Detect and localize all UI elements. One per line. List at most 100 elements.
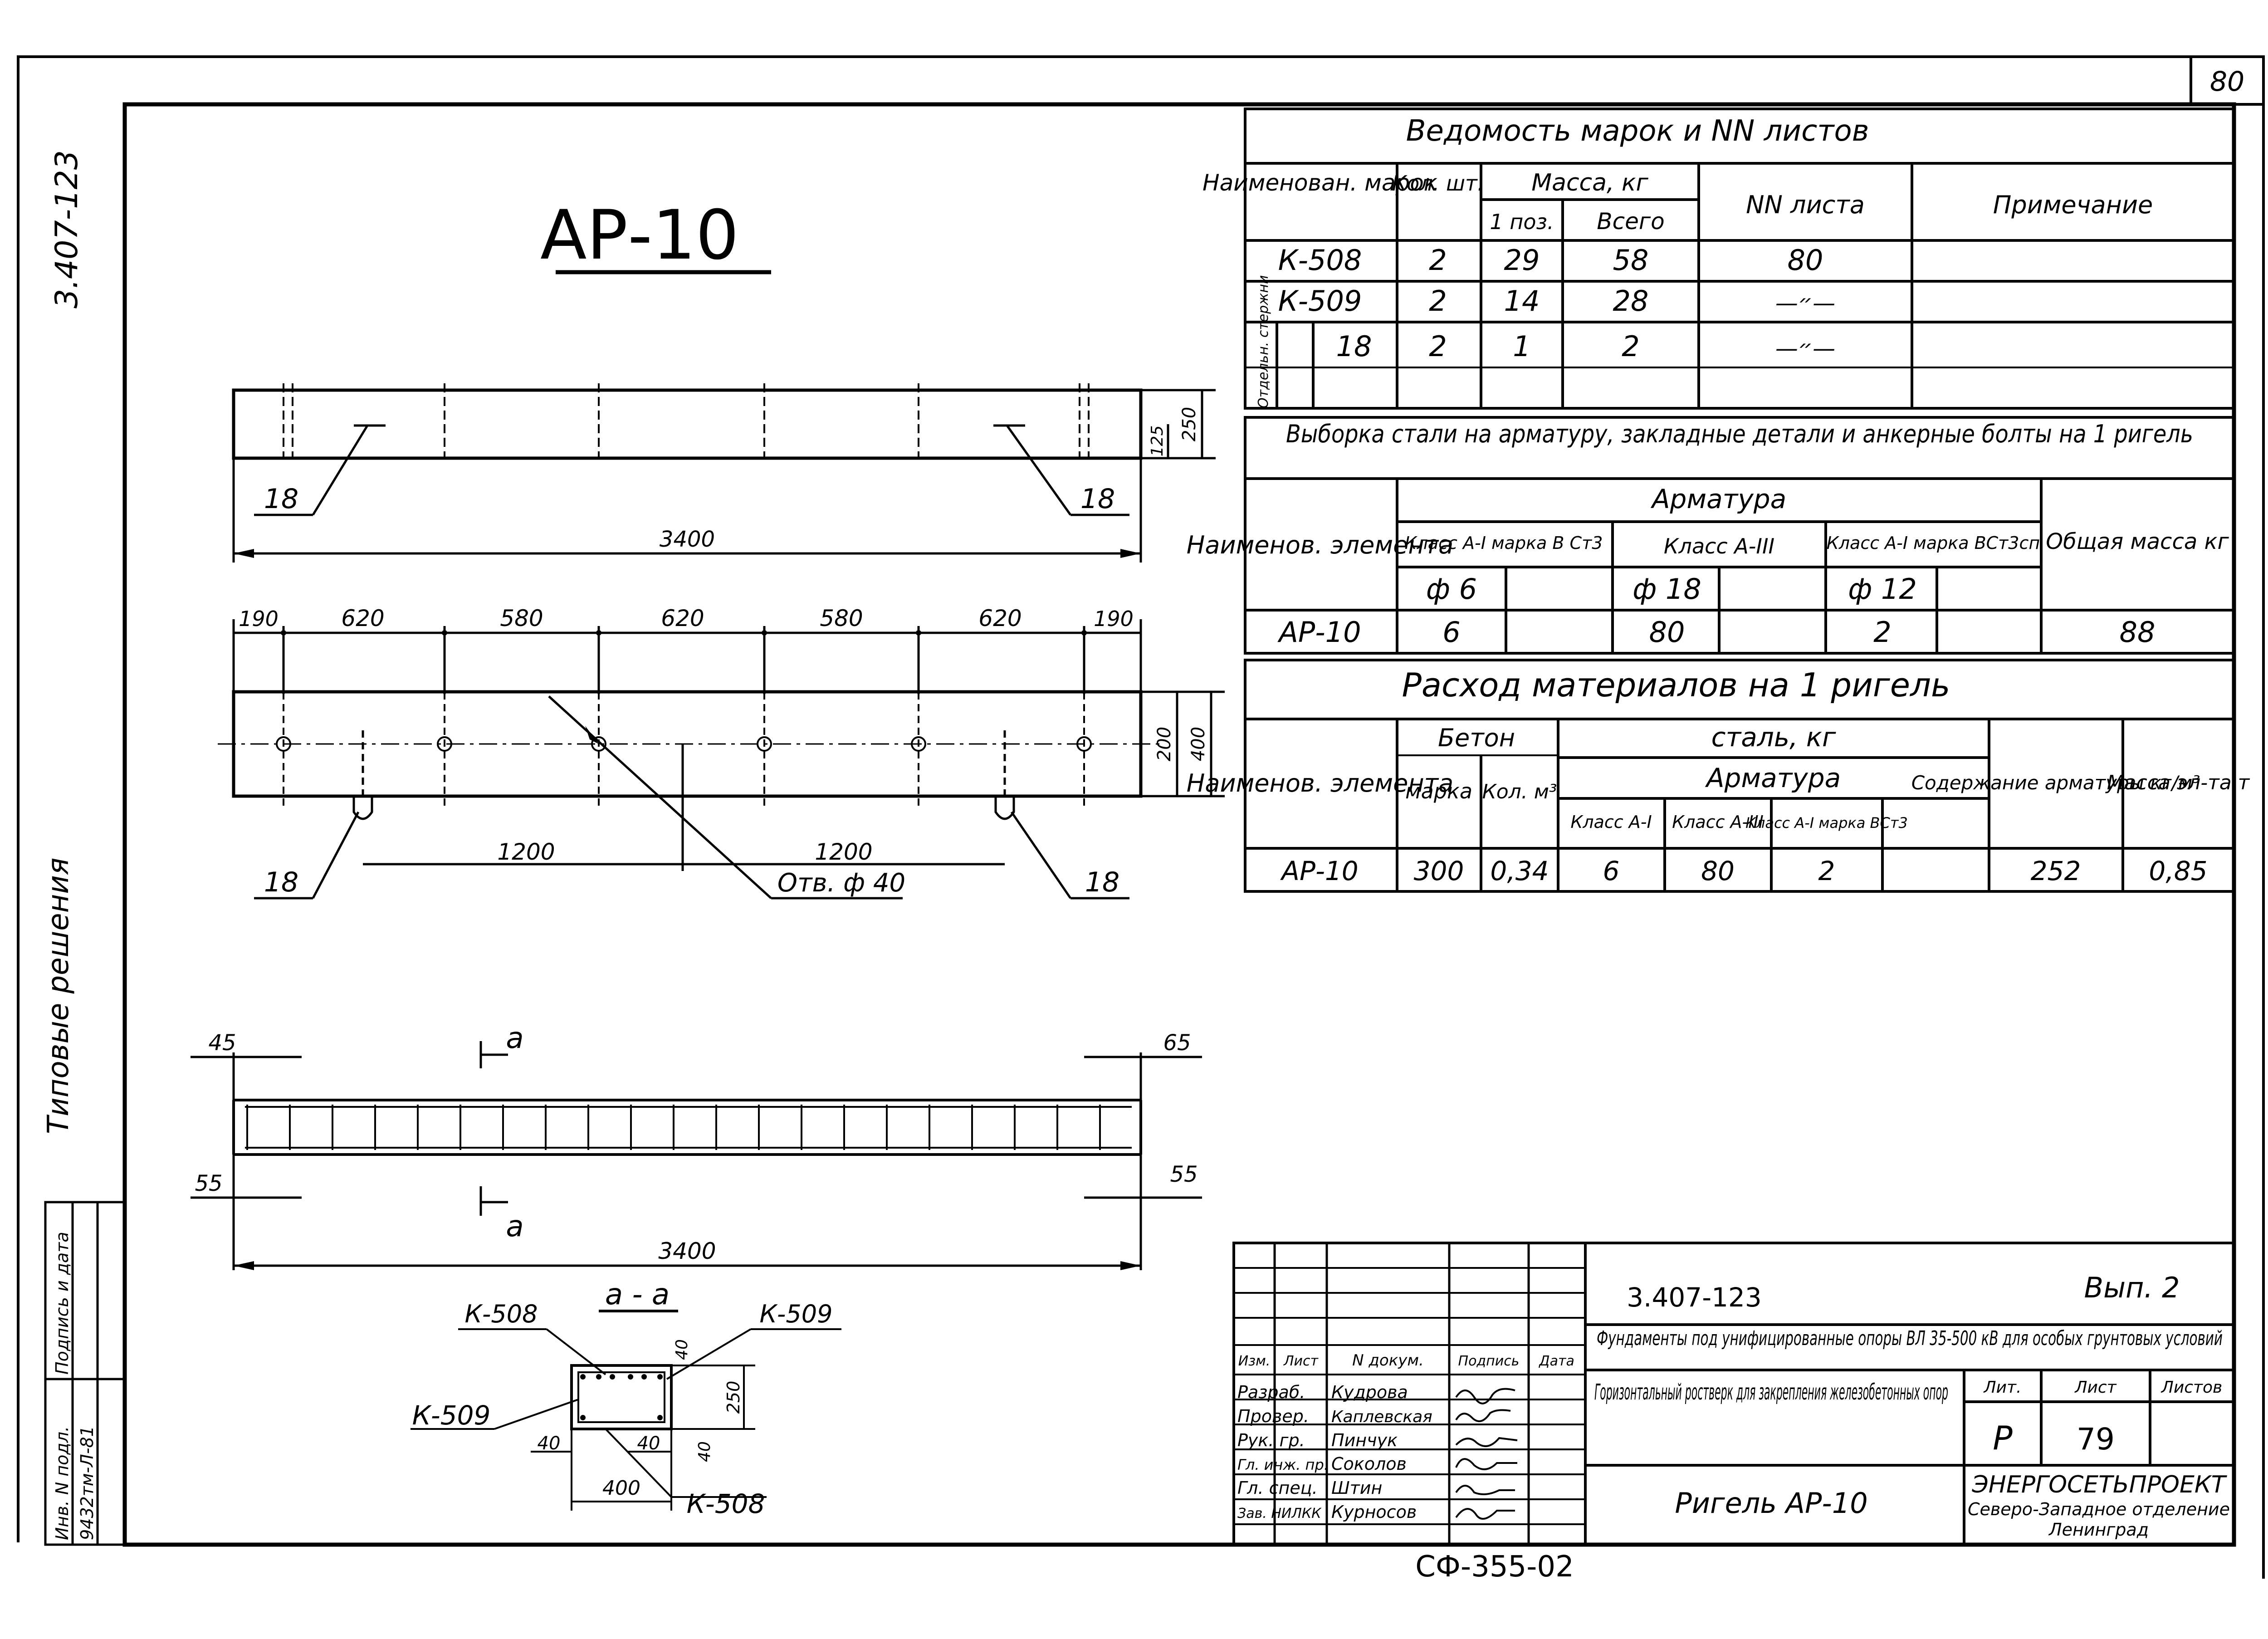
stamp-role-1: Провер. — [1237, 1406, 1309, 1426]
stamp-role-3: Гл. инж. пр. — [1237, 1456, 1329, 1473]
cage-65: 65 — [1163, 1030, 1191, 1056]
stamp-col-izm: Изм. — [1238, 1353, 1271, 1369]
steel-title: Выборка стали на арматуру, закладные дет… — [1286, 420, 2193, 448]
steel-row-v3: 2 — [1873, 616, 1891, 649]
title-block: Изм. Лист N докум. Подпись Дата Разраб. … — [1232, 1242, 2235, 1546]
cage-45: 45 — [208, 1030, 236, 1056]
sheet-number-box: 80 — [2190, 55, 2265, 106]
marks-h-note: Примечание — [1993, 191, 2153, 219]
side-strip: 3.407-123 Типовые решения Подпись и дата… — [42, 150, 126, 1546]
marks-row2-sheet: —״— — [1775, 290, 1835, 316]
stamp-role-0: Разраб. — [1237, 1382, 1305, 1402]
stamp-org1: ЭНЕРГОСЕТЬПРОЕКТ — [1971, 1471, 2227, 1498]
materials-h-c3: Класс А-I марка ВСт3 — [1745, 814, 1908, 832]
materials-h-name: Наименов. элемента — [1187, 769, 1453, 797]
marks-h-total: Всего — [1597, 208, 1664, 235]
dim-190-left: 190 — [239, 607, 279, 631]
steel-h-total: Общая масса кг — [2046, 529, 2229, 554]
dim-620-a: 620 — [341, 605, 384, 631]
materials-h-concrete: Бетон — [1438, 724, 1515, 752]
dim-580-b: 580 — [820, 605, 863, 631]
marks-h-sheet: NN листа — [1746, 191, 1865, 219]
materials-h-c2: Класс А-III — [1672, 812, 1764, 832]
stamp-name-0: Кудрова — [1331, 1382, 1408, 1402]
steel-d2: ф 18 — [1633, 572, 1701, 606]
steel-h-name: Наименов. элемента — [1187, 531, 1453, 559]
dim-1200-left: 1200 — [497, 839, 555, 865]
stamp-col-sign: Подпись — [1458, 1353, 1520, 1369]
side-sign-header: Подпись и дата — [52, 1232, 72, 1375]
footer-code: СФ-355-02 — [1415, 1550, 1574, 1584]
section-title: а - а — [605, 1278, 670, 1311]
stamp-project: Фундаменты под унифицированные опоры ВЛ … — [1597, 1327, 2223, 1350]
materials-row-c3: 2 — [1818, 856, 1835, 886]
section-40-a: 40 — [538, 1433, 561, 1454]
section-40-c: 40 — [673, 1339, 691, 1360]
section-k509-top: К-509 — [760, 1300, 833, 1328]
stamp-description: Горизонтальный ростверк для закрепления … — [1594, 1380, 1948, 1405]
height-250: 250 — [1179, 407, 1200, 441]
steel-d1: ф 6 — [1426, 572, 1477, 606]
stamp-code: 3.407-123 — [1627, 1282, 1762, 1313]
stamp-role-5: Зав. НИЛКК — [1237, 1506, 1322, 1522]
marks-row3-name: 18 — [1336, 330, 1372, 363]
steel-row-name: АР-10 — [1277, 616, 1361, 649]
reinforcement-cage: 45 65 55 55 а а 3400 — [191, 1022, 1202, 1270]
cage-55-right: 55 — [1170, 1162, 1198, 1187]
materials-h-c1: Класс А-I — [1570, 812, 1652, 832]
marks-title: Ведомость марок и NN листов — [1406, 114, 1869, 148]
stamp-name-1: Каплевская — [1331, 1408, 1432, 1426]
stamp-sheet-label: Лист — [2074, 1378, 2116, 1397]
marks-row1-sheet: 80 — [1788, 244, 1823, 277]
stamp-org2: Северо-Западное отделение — [1968, 1499, 2230, 1519]
stamp-name-5: Курносов — [1331, 1502, 1417, 1522]
steel-h-c3: Класс А-I марка ВСт3сп — [1827, 533, 2040, 553]
side-inv-header: Инв. N подл. — [52, 1426, 72, 1540]
marks-row3-total: 2 — [1622, 330, 1639, 363]
sheet-number: 80 — [2210, 66, 2244, 98]
materials-h-content: Содержание арматуры кг/м³ — [1911, 772, 2200, 794]
stamp-signatures — [1455, 1388, 1518, 1520]
side-series: Типовые решения — [42, 857, 75, 1134]
marks-side-label: Отдельн. стержни — [1256, 275, 1271, 408]
stamp-lit-label: Лит. — [1983, 1378, 2022, 1397]
materials-h-grade: марка — [1405, 779, 1472, 803]
marks-row3-qty: 2 — [1429, 330, 1447, 363]
hole-label: Отв. ф 40 — [777, 868, 905, 898]
marks-row1-one: 29 — [1504, 244, 1540, 277]
marks-h-one: 1 поз. — [1490, 210, 1554, 234]
stamp-name-3: Соколов — [1331, 1454, 1407, 1474]
section-250: 250 — [723, 1381, 743, 1414]
marks-h-name: Наименован. марок — [1202, 170, 1437, 196]
length-3400-top: 3400 — [660, 527, 715, 552]
stamp-org3: Ленинград — [2048, 1520, 2149, 1540]
element-title: АР-10 — [540, 196, 739, 275]
materials-h-steel: сталь, кг — [1711, 722, 1836, 753]
dim-620-b: 620 — [661, 605, 704, 631]
dim-580-a: 580 — [500, 605, 543, 631]
section-40-d: 40 — [695, 1441, 714, 1462]
section-mark-bottom: а — [506, 1210, 523, 1243]
height-125: 125 — [1148, 426, 1167, 457]
materials-h-vol: Кол. м³ — [1482, 780, 1557, 803]
materials-row-name: АР-10 — [1280, 856, 1358, 886]
drawing-title: АР-10 — [540, 196, 771, 275]
marks-h-mass: Масса, кг — [1531, 169, 1648, 196]
materials-title: Расход материалов на 1 ригель — [1402, 666, 1950, 704]
marks-row3-sheet: —״— — [1775, 335, 1835, 362]
marks-table: Ведомость марок и NN листов Наименован. … — [1202, 108, 2235, 410]
section-k509-left: К-509 — [412, 1400, 491, 1431]
hook-marker-left: 18 — [264, 866, 298, 898]
stamp-sheets-label: Листов — [2160, 1378, 2222, 1397]
side-doc-code: 3.407-123 — [49, 150, 85, 308]
materials-h-arm: Арматура — [1705, 763, 1841, 793]
materials-row-mass: 0,85 — [2149, 856, 2207, 886]
section-k508-top: К-508 — [465, 1300, 538, 1328]
stamp-sheet: 79 — [2077, 1422, 2115, 1457]
marks-h-qty: Кол. шт. — [1392, 171, 1484, 196]
stamp-issue: Вып. 2 — [2084, 1271, 2180, 1304]
section-a-a: а - а К-508 — [411, 1278, 841, 1519]
stamp-col-doc: N докум. — [1352, 1351, 1424, 1370]
dim-1200-right: 1200 — [815, 839, 872, 865]
marks-row1-qty: 2 — [1429, 244, 1447, 277]
